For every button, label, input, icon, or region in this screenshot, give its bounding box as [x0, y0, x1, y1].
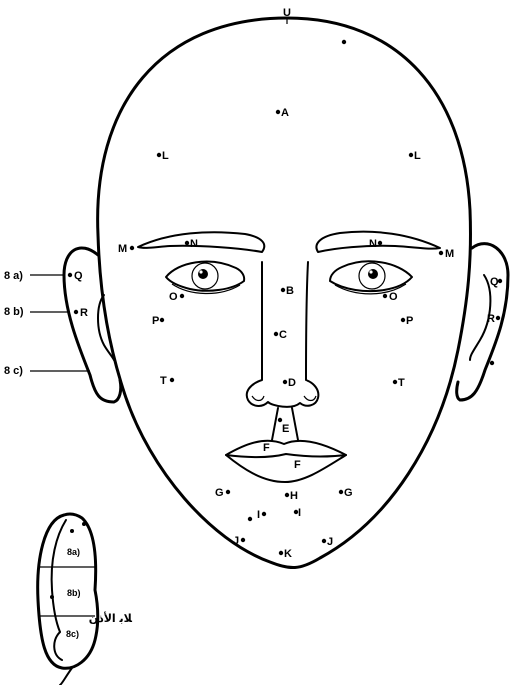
point-Q-left: Q — [74, 270, 83, 282]
point-O-left: O — [169, 291, 178, 303]
point-L-right: L — [414, 150, 421, 162]
left-eyebrow — [138, 232, 264, 252]
left-pupil — [198, 269, 208, 279]
point-Q-right: Q — [490, 276, 499, 288]
face-outline — [98, 18, 471, 568]
ear-detail-8c: 8c) — [66, 629, 79, 639]
point-T-left: T — [160, 375, 167, 387]
point-P-left: P — [152, 315, 159, 327]
ear-caption: ﻼﺑ ﺍﻷﺫﻥ — [89, 611, 133, 625]
ear-detail-8b: 8b) — [67, 588, 81, 598]
point-G-right: G — [344, 487, 353, 499]
point-N-left: N — [190, 238, 198, 250]
point-A: A — [281, 107, 289, 119]
point-D: D — [288, 377, 296, 389]
point-M-right: M — [445, 248, 454, 260]
point-J-left: J — [233, 535, 239, 547]
point-F-lower: F — [294, 459, 301, 471]
point-R-right: R — [487, 313, 495, 325]
ear-zone-8c-label: 8 c) — [4, 365, 23, 377]
left-ear — [64, 248, 121, 402]
point-E: E — [282, 423, 289, 435]
point-L-left: L — [162, 150, 169, 162]
point-H: H — [290, 490, 298, 502]
ear-detail-8a: 8a) — [67, 547, 80, 557]
point-G-left: G — [215, 487, 224, 499]
point-R-left: R — [80, 307, 88, 319]
point-O-right: O — [389, 291, 398, 303]
lips — [226, 441, 346, 482]
point-I-right: I — [298, 507, 301, 519]
point-M-left: M — [118, 243, 127, 255]
ear-detail-diagram: 8a) 8b) 8c) — [38, 514, 98, 685]
point-P-right: P — [406, 315, 413, 327]
point-I-left: I — [257, 509, 260, 521]
point-B: B — [286, 285, 294, 297]
ear-zone-8b-label: 8 b) — [4, 306, 24, 318]
ear-zone-8a-label: 8 a) — [4, 270, 23, 282]
point-N-right: N — [369, 238, 377, 250]
point-T-right: T — [398, 377, 405, 389]
philtrum — [272, 408, 278, 440]
point-F-upper: F — [263, 442, 270, 454]
right-pupil — [368, 269, 378, 279]
point-U: U — [283, 7, 291, 19]
point-K: K — [284, 548, 292, 560]
point-C: C — [279, 329, 287, 341]
point-J-right: J — [327, 536, 333, 548]
